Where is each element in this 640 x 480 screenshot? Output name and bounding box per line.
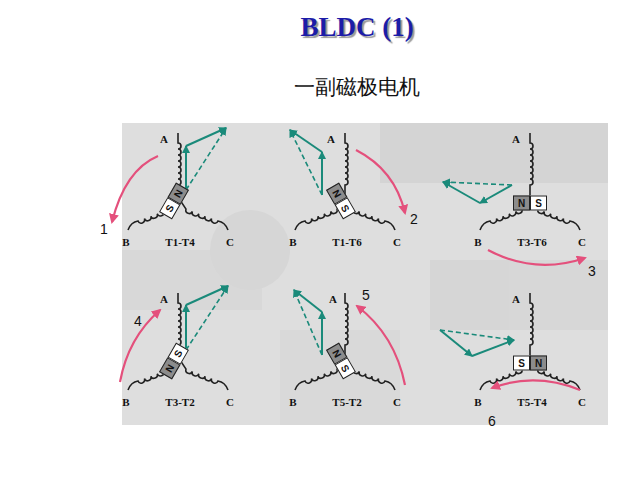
field-vector — [443, 182, 480, 203]
resultant-vector — [186, 128, 226, 190]
callout-number: 3 — [588, 264, 596, 279]
terminal-label: A — [512, 133, 520, 145]
windings — [112, 128, 585, 390]
field-vector — [186, 128, 226, 146]
terminal-label: B — [474, 236, 481, 248]
resultant-vector — [290, 130, 322, 195]
magnet-pole: N — [530, 356, 547, 371]
terminal-label: B — [122, 396, 129, 408]
terminal-label: C — [226, 396, 234, 408]
field-vector — [185, 146, 187, 190]
terminal-label: B — [474, 396, 481, 408]
field-vector — [480, 185, 512, 203]
field-vector — [472, 340, 514, 356]
terminal-label: C — [226, 236, 234, 248]
callout-number: 6 — [488, 414, 496, 429]
switch-pair-label: T5-T4 — [517, 396, 546, 408]
rotation-arrow — [356, 150, 405, 213]
winding-coil — [530, 133, 533, 197]
terminal-label: A — [160, 133, 168, 145]
magnet-pole: S — [530, 196, 547, 211]
winding-coil — [345, 293, 348, 357]
switch-pair-label: T1-T4 — [165, 236, 194, 248]
magnet-pole: S — [513, 356, 530, 371]
rotation-arrow — [488, 250, 585, 265]
switch-pair-label: T5-T2 — [332, 396, 361, 408]
terminal-label: B — [122, 236, 129, 248]
switch-pair-label: T3-T6 — [517, 236, 546, 248]
switch-pair-label: T1-T6 — [332, 236, 361, 248]
terminal-label: B — [289, 396, 296, 408]
rotor-magnet: NS — [513, 196, 547, 211]
terminal-label: A — [160, 293, 168, 305]
field-vector — [321, 152, 323, 195]
callout-number: 4 — [134, 314, 142, 329]
terminal-label: A — [329, 293, 337, 305]
terminal-label: C — [578, 236, 586, 248]
rotation-arrow — [112, 156, 158, 222]
slide-title: BLDC (1) — [207, 12, 507, 43]
photo-ground — [122, 123, 608, 425]
terminal-label: C — [393, 236, 401, 248]
winding-coil — [530, 293, 533, 357]
photo-texture — [122, 123, 608, 425]
resultant-vector — [186, 286, 228, 350]
winding-coil — [178, 357, 228, 390]
switch-pair-label: T3-T2 — [165, 396, 194, 408]
rotation-arrow — [357, 306, 405, 385]
resultant-vector — [443, 182, 512, 185]
terminal-label: A — [512, 293, 520, 305]
terminal-label: C — [393, 396, 401, 408]
callout-number: 5 — [362, 288, 370, 303]
rotation-arrow — [120, 310, 160, 382]
rotation-arrow — [492, 380, 580, 390]
winding-coil — [345, 133, 348, 197]
callout-number: 1 — [100, 222, 108, 237]
callout-number: 2 — [410, 212, 418, 227]
rotor-magnet: SN — [513, 356, 547, 371]
terminal-label: C — [578, 396, 586, 408]
terminal-label: A — [327, 133, 335, 145]
magnet-pole: N — [513, 196, 530, 211]
winding-coil — [178, 197, 228, 230]
field-vector — [321, 312, 323, 355]
field-vector — [185, 305, 187, 350]
terminal-label: B — [289, 236, 296, 248]
resultant-vector — [440, 330, 514, 340]
resultant-vector — [294, 290, 322, 355]
subtitle: 一副磁极电机 — [294, 76, 420, 99]
